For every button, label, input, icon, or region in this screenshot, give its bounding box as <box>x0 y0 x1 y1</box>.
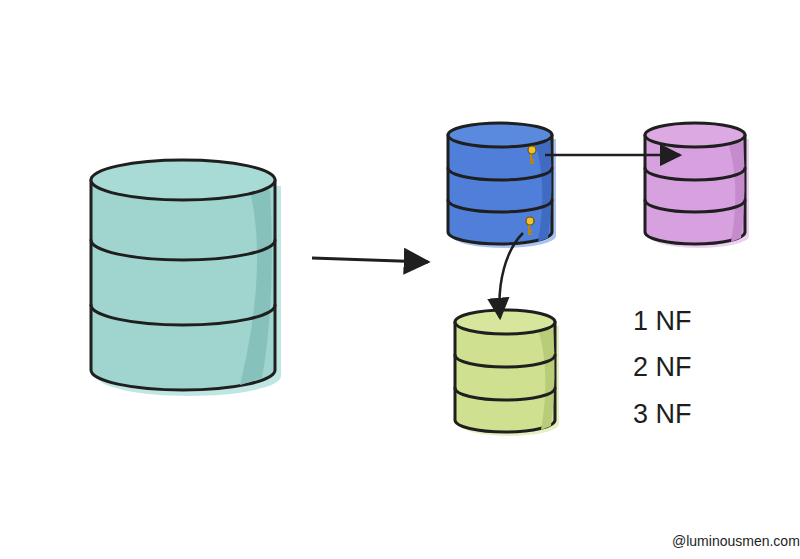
key-link-arrow <box>545 154 680 157</box>
transform-arrow <box>312 258 428 262</box>
cylinder-body <box>455 322 555 432</box>
cylinder-band <box>448 200 552 212</box>
related-table <box>645 123 749 248</box>
source-database <box>91 160 281 396</box>
normal-form-label: 2 NF <box>633 352 692 383</box>
key-link-arrow <box>499 233 523 318</box>
cylinder-band <box>91 305 275 325</box>
cylinder-band <box>645 200 745 212</box>
cylinder-top <box>91 160 275 200</box>
key-icon <box>528 146 536 163</box>
cylinder-top <box>645 123 745 147</box>
watermark: @luminousmen.com <box>672 533 800 549</box>
key-icon <box>526 217 534 234</box>
key-blade <box>531 154 534 163</box>
normal-form-label: 1 NF <box>633 306 692 337</box>
cylinder-band <box>91 240 275 260</box>
cylinder-body <box>645 135 745 244</box>
normal-form-label: 3 NF <box>633 399 692 430</box>
cylinder-body <box>448 135 552 244</box>
cylinder-body <box>91 180 275 390</box>
cylinder-shade <box>728 142 745 242</box>
cylinder-top <box>448 123 552 147</box>
cylinder-shade <box>535 142 552 242</box>
main-table <box>448 123 556 248</box>
key-bow <box>528 146 536 154</box>
cylinder-shade <box>240 190 272 385</box>
key-bow <box>526 217 534 225</box>
related-table <box>455 310 559 436</box>
cylinder-band <box>455 388 555 400</box>
cylinder-band <box>455 355 555 367</box>
cylinder-band <box>645 168 745 180</box>
cylinder-shade <box>538 329 555 430</box>
cylinder-top <box>455 310 555 334</box>
cylinder-band <box>448 168 552 180</box>
key-blade <box>529 225 532 234</box>
